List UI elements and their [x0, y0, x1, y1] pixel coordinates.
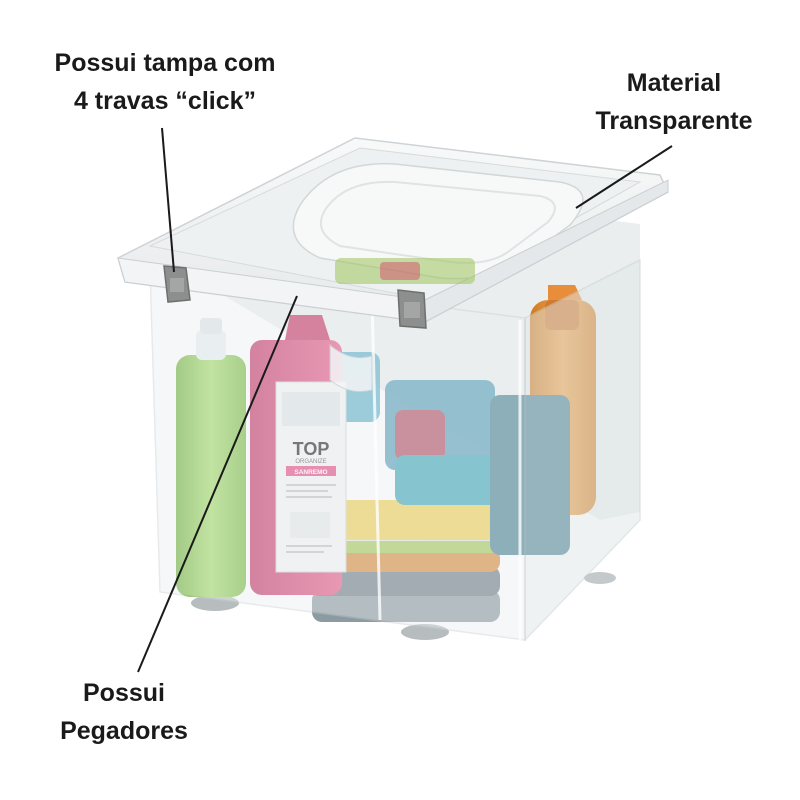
caption-handles: Possui Pegadores — [40, 674, 208, 750]
label-maker: SANREMO — [294, 469, 327, 476]
caption-lid-locks-line2: 4 travas “click” — [73, 87, 257, 115]
lid-inner-panel — [320, 180, 556, 264]
caption-material-line1: Material — [626, 69, 722, 97]
caption-lid-locks-line1: Possui tampa com — [54, 49, 276, 77]
callout-line-material — [575, 145, 673, 209]
caption-material: Material Transparente — [560, 64, 788, 140]
lock-clip-left-detail — [170, 278, 184, 292]
caption-handles-line1: Possui — [83, 679, 165, 707]
callout-line-handles — [137, 295, 298, 673]
box-feet — [191, 572, 616, 640]
caption-material-line2: Transparente — [595, 107, 753, 135]
caption-handles-line2: Pegadores — [60, 717, 188, 745]
box-side-wall — [524, 258, 641, 642]
callout-lines — [137, 127, 673, 673]
box-handle — [329, 343, 373, 393]
lock-clips — [163, 265, 427, 329]
label-brand: TOP — [293, 439, 330, 459]
label-brand-sub: ORGANIZE — [295, 459, 326, 465]
box-lid — [117, 137, 669, 323]
green-bottle — [176, 318, 246, 597]
caption-lid-locks: Possui tampa com 4 travas “click” — [20, 44, 310, 120]
box-front-wall — [149, 269, 526, 641]
item-through-lid-red — [380, 262, 420, 280]
red-item — [395, 410, 445, 460]
lock-clip-right-detail — [404, 302, 420, 318]
callout-line-lid — [161, 127, 175, 273]
box-rib-front — [370, 299, 382, 621]
product-label: TOP ORGANIZE SANREMO — [275, 381, 347, 573]
